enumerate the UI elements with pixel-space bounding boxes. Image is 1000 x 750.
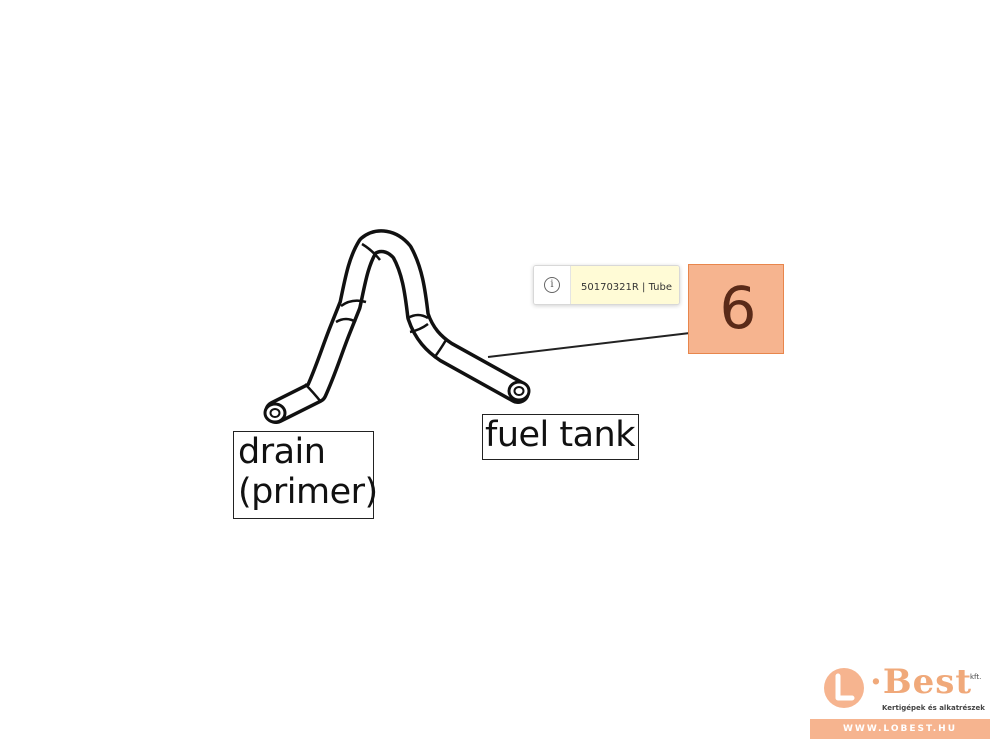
label-drain-primer: drain (primer): [233, 431, 378, 519]
tooltip-part-text: 50170321R | Tube: [571, 266, 679, 304]
tube-end-drain: [263, 402, 287, 424]
label-drain-line1: drain: [238, 432, 326, 472]
part-callout-number[interactable]: 6: [688, 264, 784, 354]
lobest-logo-mark-icon: [824, 668, 864, 708]
info-icon: i: [544, 277, 560, 293]
logo-suffix: kft.: [970, 673, 982, 681]
label-drain-line2: (primer): [238, 472, 378, 512]
callout-leader-line: [487, 332, 691, 358]
tooltip-icon-cell: i: [534, 266, 571, 304]
logo-tagline: Kertigépek és alkatrészek: [882, 704, 985, 712]
label-fuel-tank: fuel tank: [482, 414, 639, 460]
logo-url: WWW.LOBEST.HU: [810, 719, 990, 739]
tube-end-fuel-tank: [507, 380, 531, 402]
logo-brand-text: ·Best: [870, 662, 973, 702]
lobest-logo: ·Best kft. Kertigépek és alkatrészek WWW…: [810, 660, 990, 742]
tube-part: [264, 229, 530, 424]
part-tooltip: i 50170321R | Tube: [533, 265, 680, 305]
tube-joints: [304, 242, 448, 403]
